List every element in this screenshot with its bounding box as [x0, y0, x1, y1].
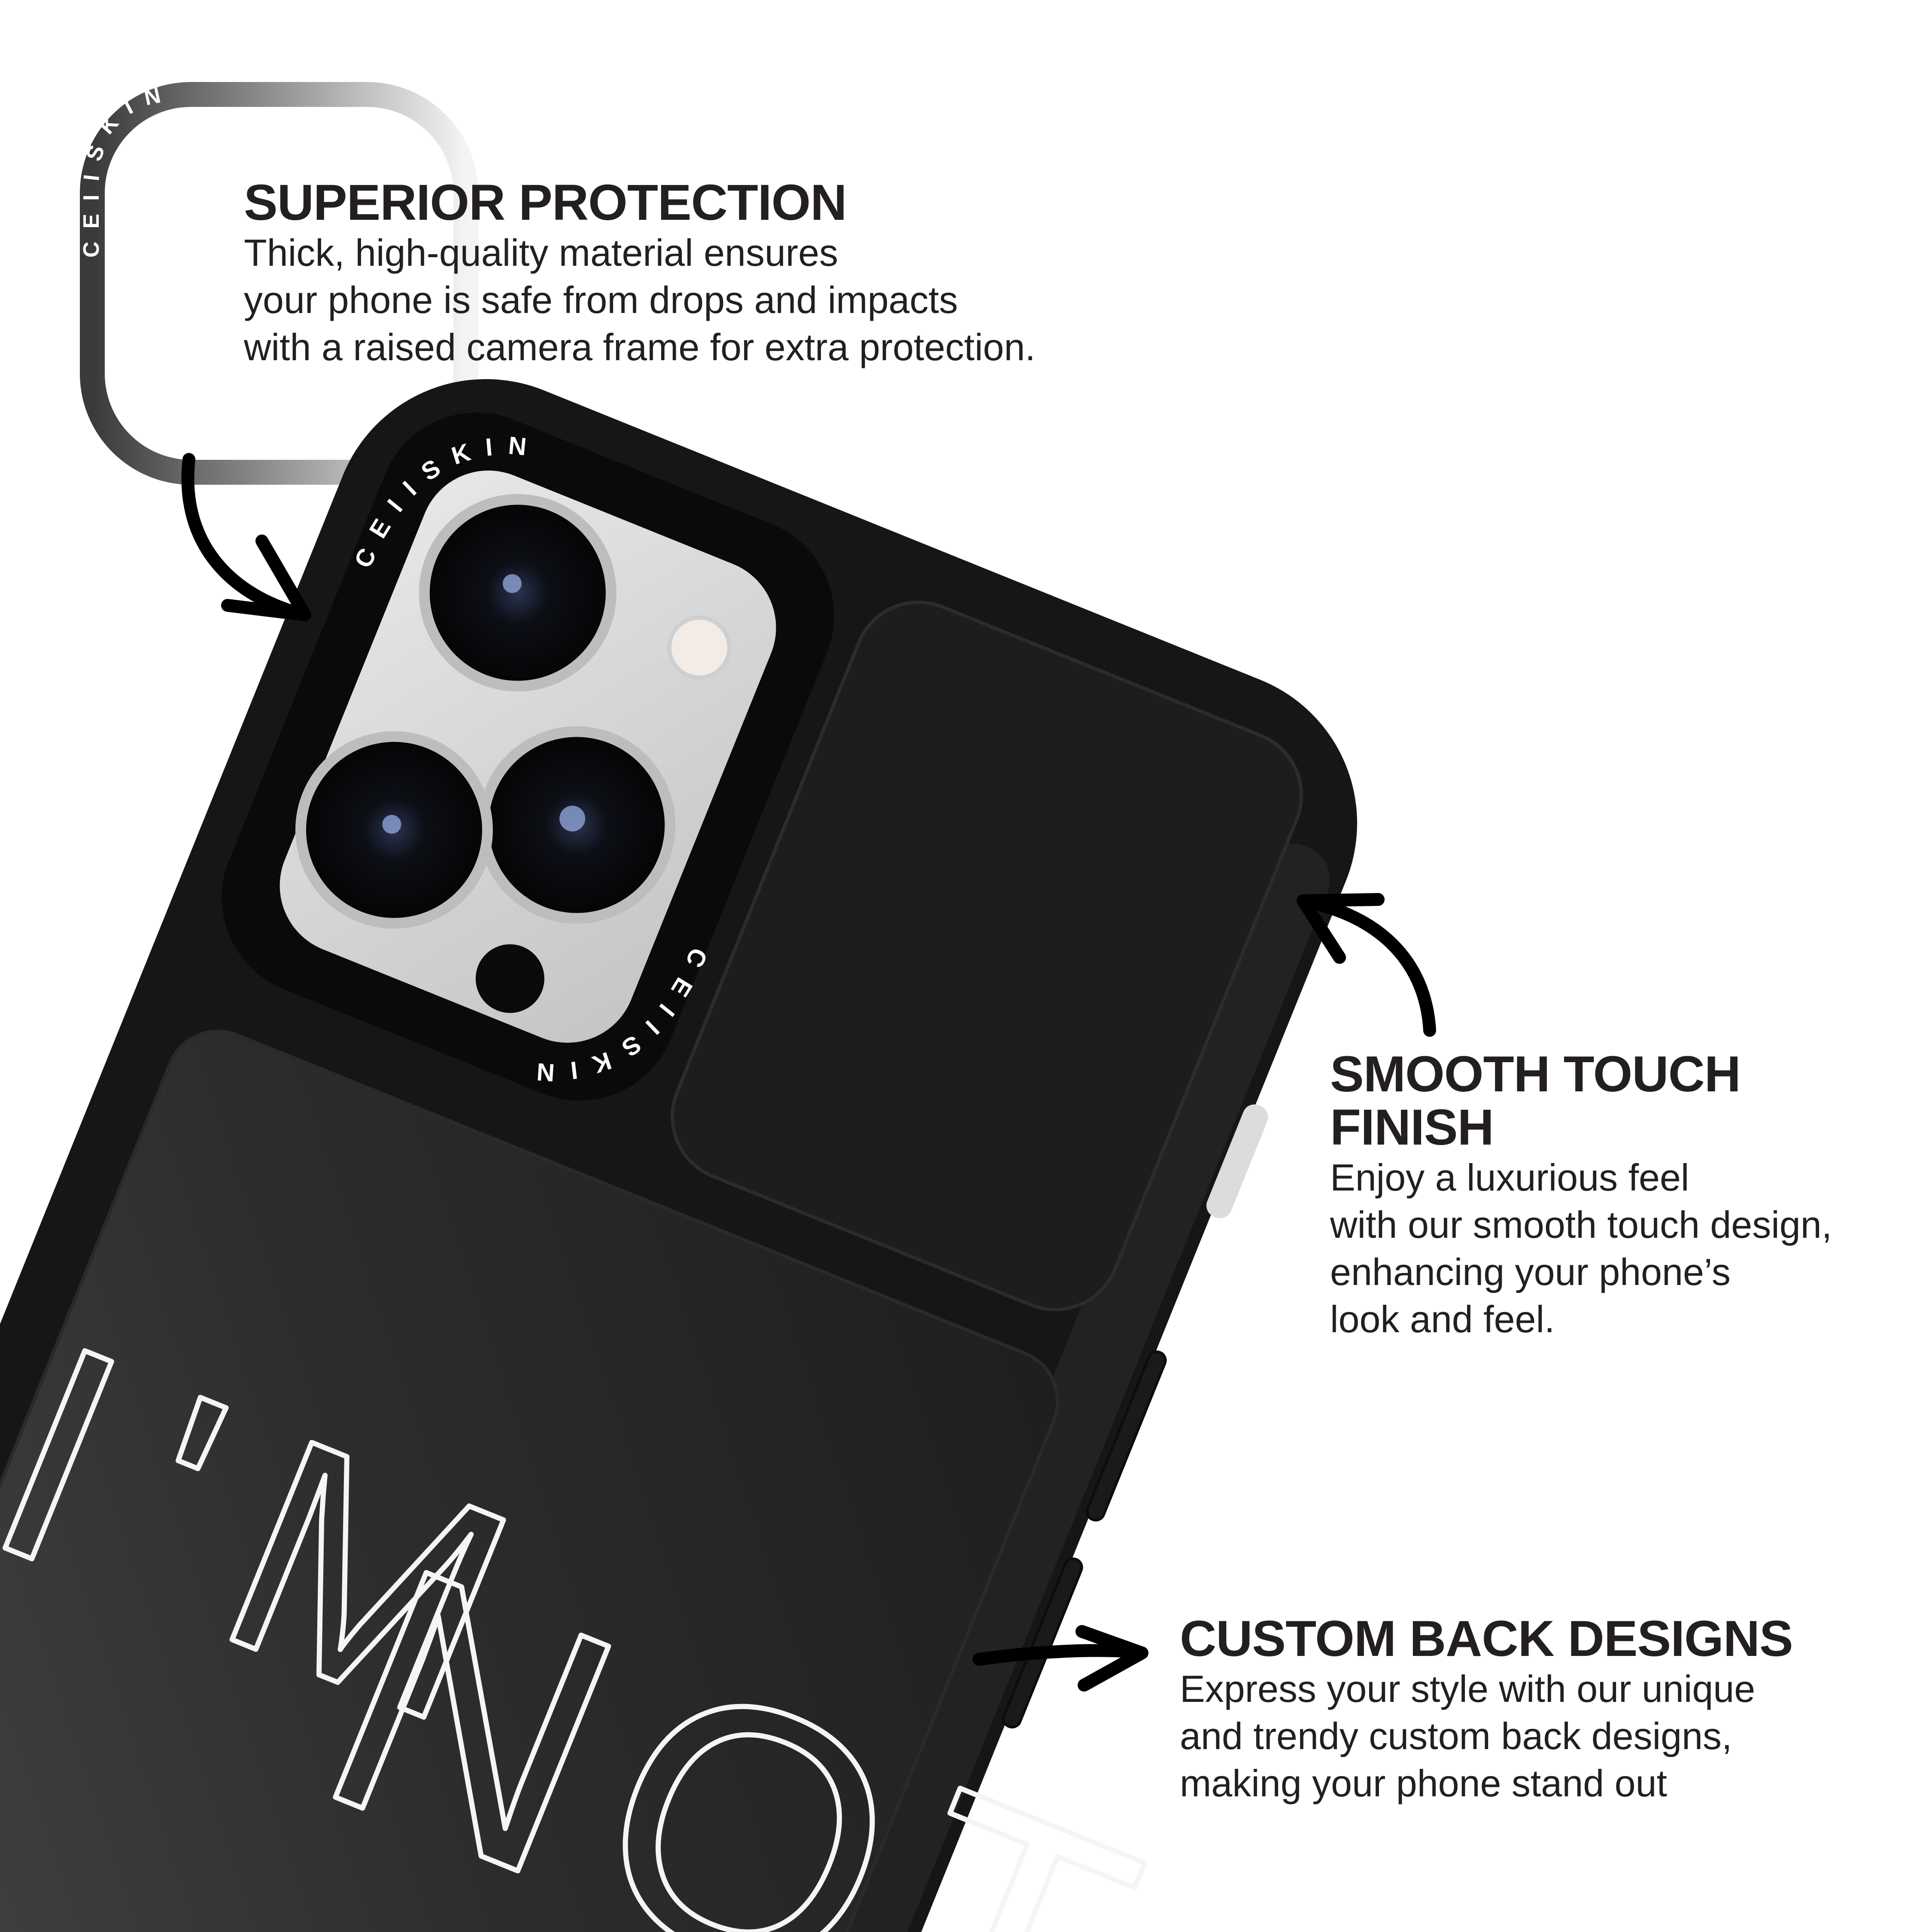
callout-line: making your phone stand out: [1180, 1762, 1667, 1804]
phone-case: CEIISKIN CEIISKIN I'M NOT: [0, 379, 1357, 1932]
callout-line: with our smooth touch design,: [1330, 1203, 1832, 1246]
callout-title-line: SMOOTH TOUCH: [1330, 1046, 1741, 1103]
callout-line: and trendy custom back designs,: [1180, 1715, 1732, 1757]
callout-line: look and feel.: [1330, 1298, 1555, 1340]
callout-line: Enjoy a luxurious feel: [1330, 1156, 1689, 1199]
callout-title: CUSTOM BACK DESIGNS: [1180, 1610, 1793, 1667]
arrow-icon: [972, 1625, 1148, 1692]
power-button: [1206, 1104, 1268, 1218]
callout-title-line: FINISH: [1330, 1099, 1494, 1156]
camera-lens-middle: [478, 726, 676, 924]
callout-title: SMOOTH TOUCH FINISH: [1330, 1048, 1832, 1154]
flash-icon: [667, 615, 732, 680]
callout-line: Thick, high-quality material ensures: [244, 231, 838, 274]
callout-body: Express your style with our unique and t…: [1180, 1665, 1793, 1807]
callout-smooth-touch-finish: SMOOTH TOUCH FINISH Enjoy a luxurious fe…: [1330, 1048, 1832, 1343]
frame-brand-text: CEIISKIN: [79, 80, 163, 258]
camera-lens-bottom: [295, 731, 493, 929]
camera-module: CEIISKIN CEIISKIN: [222, 385, 834, 1133]
callout-custom-back-designs: CUSTOM BACK DESIGNS Express your style w…: [1180, 1612, 1793, 1807]
lidar-sensor: [475, 944, 544, 1013]
callout-line: with a raised camera frame for extra pro…: [244, 326, 1036, 368]
volume-up-button: [1086, 1350, 1167, 1522]
callout-title: SUPERIOR PROTECTION: [244, 174, 847, 231]
callout-line: Express your style with our unique: [1180, 1668, 1756, 1710]
svg-text:CEIISKIN: CEIISKIN: [79, 80, 176, 258]
callout-body: Enjoy a luxurious feel with our smooth t…: [1330, 1154, 1832, 1343]
callout-line: your phone is safe from drops and impact…: [244, 279, 958, 321]
callout-body: Thick, high-quality material ensures you…: [244, 229, 1036, 371]
callout-line: enhancing your phone’s: [1330, 1251, 1731, 1293]
arrow-icon: [181, 453, 311, 621]
callout-superior-protection: SUPERIOR PROTECTION Thick, high-quality …: [244, 176, 1036, 371]
camera-lens-top: [419, 494, 617, 692]
arrow-icon: [1297, 893, 1436, 1037]
